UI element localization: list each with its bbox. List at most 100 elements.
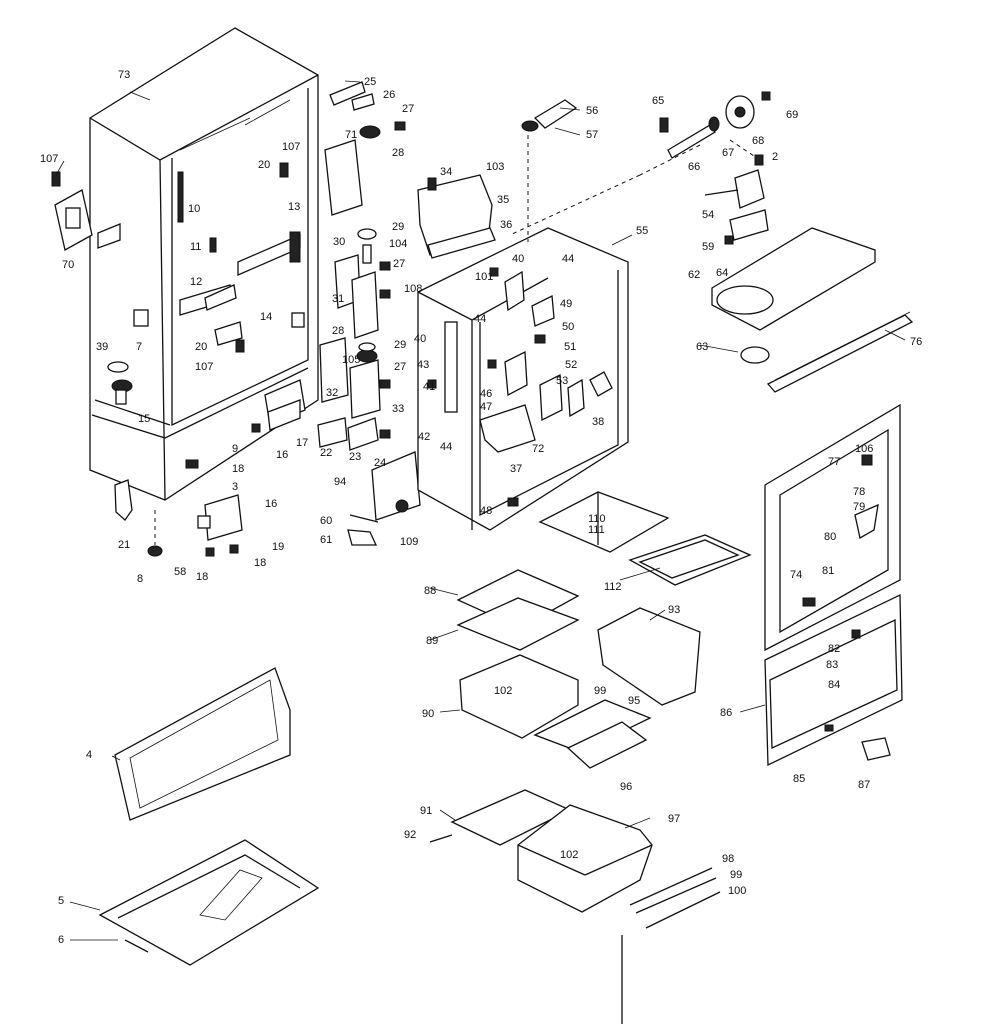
callout-54: 54 — [702, 209, 714, 221]
callout-20b: 20 — [195, 341, 207, 353]
callout-51: 51 — [564, 341, 576, 353]
callout-42: 42 — [418, 431, 430, 443]
callout-6: 6 — [58, 934, 64, 946]
callout-37: 37 — [510, 463, 522, 475]
callout-32: 32 — [326, 387, 338, 399]
callout-16b: 16 — [265, 498, 277, 510]
callout-20: 20 — [258, 159, 270, 171]
callout-43: 43 — [417, 359, 429, 371]
callout-49: 49 — [560, 298, 572, 310]
callout-81: 81 — [822, 565, 834, 577]
callout-31: 31 — [332, 293, 344, 305]
callout-70: 70 — [62, 259, 74, 271]
callout-14: 14 — [260, 311, 272, 323]
shelves-and-bins — [429, 491, 752, 929]
callout-15: 15 — [138, 413, 150, 425]
callout-50: 50 — [562, 321, 574, 333]
grille-and-base — [98, 667, 320, 966]
cabinet-shell — [89, 27, 319, 501]
callout-88: 88 — [424, 585, 436, 597]
callout-44: 44 — [562, 253, 574, 265]
callout-93: 93 — [668, 604, 680, 616]
callout-38: 38 — [592, 416, 604, 428]
callout-71: 71 — [345, 129, 357, 141]
callout-23: 23 — [349, 451, 361, 463]
callout-18: 18 — [232, 463, 244, 475]
callout-18b: 18 — [254, 557, 266, 569]
callout-25: 25 — [364, 76, 376, 88]
callout-19: 19 — [272, 541, 284, 553]
callout-46: 46 — [480, 388, 492, 400]
assembly-guide-lines — [154, 135, 761, 545]
callout-27b: 27 — [393, 258, 405, 270]
callout-5: 5 — [58, 895, 64, 907]
callout-104: 104 — [389, 238, 407, 250]
callout-53: 53 — [556, 375, 568, 387]
callout-108: 108 — [404, 283, 422, 295]
callout-102b: 102 — [560, 849, 578, 861]
callout-85: 85 — [793, 773, 805, 785]
callout-100: 100 — [728, 885, 746, 897]
callout-84: 84 — [828, 679, 840, 691]
callout-27: 27 — [402, 103, 414, 115]
callout-101: 101 — [475, 271, 493, 283]
callout-44c: 44 — [440, 441, 452, 453]
callout-59: 59 — [702, 241, 714, 253]
callout-18c: 18 — [196, 571, 208, 583]
callout-79: 79 — [853, 501, 865, 513]
callout-74: 74 — [790, 569, 802, 581]
callout-22: 22 — [320, 447, 332, 459]
callout-60: 60 — [320, 515, 332, 527]
callout-34: 34 — [440, 166, 452, 178]
callout-36: 36 — [500, 219, 512, 231]
callout-61: 61 — [320, 534, 332, 546]
callout-41: 41 — [423, 381, 435, 393]
callout-80: 80 — [824, 531, 836, 543]
callout-95: 95 — [628, 695, 640, 707]
callout-21: 21 — [118, 539, 130, 551]
callout-112: 112 — [604, 581, 622, 593]
callout-64: 64 — [716, 267, 728, 279]
callout-57: 57 — [586, 129, 598, 141]
callout-83: 83 — [826, 659, 838, 671]
callout-68: 68 — [752, 135, 764, 147]
callout-24: 24 — [374, 457, 386, 469]
callout-76: 76 — [910, 336, 922, 348]
callout-48: 48 — [480, 505, 492, 517]
callout-86: 86 — [720, 707, 732, 719]
callout-66: 66 — [688, 161, 700, 173]
callout-98: 98 — [722, 853, 734, 865]
callout-47: 47 — [480, 401, 492, 413]
callout-56: 56 — [586, 105, 598, 117]
callout-111: 111 — [588, 524, 605, 536]
callout-9: 9 — [232, 443, 238, 455]
callout-103: 103 — [486, 161, 504, 173]
leader-lines — [55, 80, 906, 941]
callout-4: 4 — [86, 749, 92, 761]
callout-99b: 99 — [730, 869, 742, 881]
cabinet-hardware — [51, 162, 306, 557]
callout-16: 16 — [276, 449, 288, 461]
callout-10: 10 — [188, 203, 200, 215]
callout-107c: 107 — [195, 361, 213, 373]
callout-17: 17 — [296, 437, 308, 449]
callout-2: 2 — [772, 151, 778, 163]
air-duct-assembly — [417, 174, 496, 259]
callout-7: 7 — [136, 341, 142, 353]
callout-69: 69 — [786, 109, 798, 121]
control-parts — [521, 91, 914, 393]
callout-107: 107 — [40, 153, 58, 165]
callout-89: 89 — [426, 635, 438, 647]
callout-106: 106 — [855, 443, 873, 455]
callout-40: 40 — [512, 253, 524, 265]
callout-67: 67 — [722, 147, 734, 159]
callout-26: 26 — [383, 89, 395, 101]
callout-3: 3 — [232, 481, 238, 493]
callout-33: 33 — [392, 403, 404, 415]
callout-8: 8 — [137, 573, 143, 585]
cabinet-liner — [417, 227, 629, 531]
callout-110: 110 — [588, 513, 606, 525]
callout-92: 92 — [404, 829, 416, 841]
